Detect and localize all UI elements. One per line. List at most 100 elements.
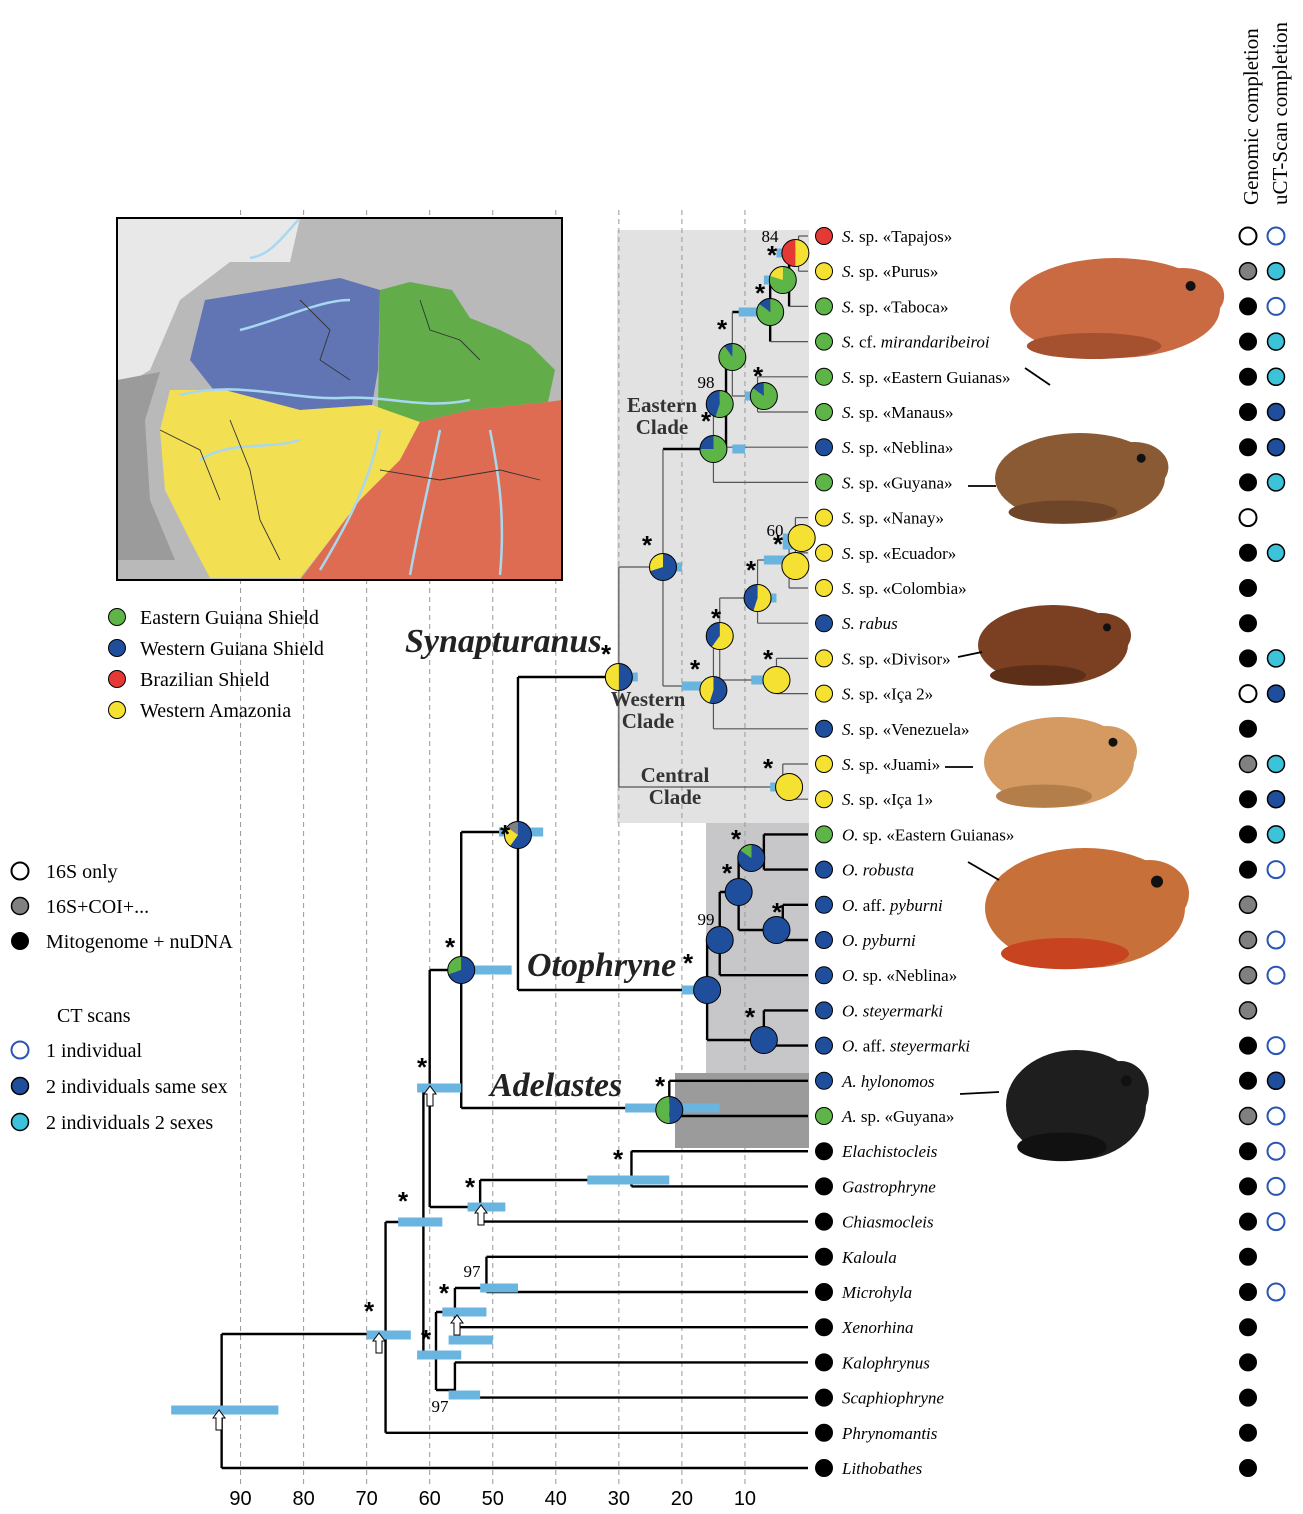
tip-region-dot [816, 1178, 833, 1195]
frog-legs [990, 665, 1086, 686]
genomic-completion-dot [1240, 1072, 1257, 1089]
age-bar [442, 1308, 486, 1317]
svg-text:Clade: Clade [649, 785, 702, 809]
frog-eye [1109, 738, 1118, 747]
tip-region-dot [816, 826, 833, 843]
sub-clade-central: Central Clade [641, 763, 710, 809]
ct-completion-dot [1268, 228, 1285, 245]
tip-region-dot [816, 932, 833, 949]
taxon-label: Microhyla [841, 1283, 912, 1302]
svg-text:Clade: Clade [622, 709, 675, 733]
ct-completion-dot [1268, 1108, 1285, 1125]
genomic-completion-dot [1240, 791, 1257, 808]
legend-swatch [12, 1078, 29, 1095]
axis-tick-label: 90 [229, 1488, 251, 1510]
ct-completion-dot [1268, 298, 1285, 315]
genomic-completion-dot [1240, 1319, 1257, 1336]
taxon-label: S. sp. «Eastern Guianas» [842, 368, 1011, 387]
genomic-completion-dot [1240, 685, 1257, 702]
genomic-completion-dot [1240, 333, 1257, 350]
legend-swatch [109, 671, 126, 688]
support-star: * [421, 1324, 432, 1354]
genomic-completion-dot [1240, 368, 1257, 385]
frog-head [1077, 726, 1137, 776]
header-uct-scan-completion: uCT-Scan completion [1268, 22, 1292, 205]
taxon-label: O. steyermarki [842, 1001, 943, 1020]
genomic-completion-dot [1240, 263, 1257, 280]
taxon-label: S. sp. «Neblina» [842, 438, 953, 457]
genomic-completion-dot [1240, 1389, 1257, 1406]
tip-region-dot [816, 896, 833, 913]
genomic-completion-dot [1240, 298, 1257, 315]
ct-completion-dot [1268, 1213, 1285, 1230]
age-bar [732, 445, 745, 454]
taxon-label: S. sp. «Taboca» [842, 297, 948, 316]
frog-eye [1137, 454, 1146, 463]
genomic-completion-dot [1240, 404, 1257, 421]
tip-region-dot [816, 650, 833, 667]
legend-swatch [109, 609, 126, 626]
frog-head [1071, 613, 1131, 658]
legend-label: 2 individuals same sex [46, 1076, 228, 1098]
genomic-completion-dot [1240, 650, 1257, 667]
taxon-label: A. sp. «Guyana» [841, 1107, 954, 1126]
taxon-label: S. sp. «Purus» [842, 262, 938, 281]
legend-swatch [12, 898, 29, 915]
genomic-completion-dot [1240, 544, 1257, 561]
axis-tick-label: 10 [734, 1488, 756, 1510]
support-star: * [753, 361, 764, 391]
taxon-label: O. pyburni [842, 931, 916, 950]
age-bar [480, 1284, 518, 1293]
taxon-label: S. sp. «Nanay» [842, 509, 944, 528]
support-value: 99 [698, 910, 715, 929]
taxon-label: O. aff. steyermarki [842, 1037, 970, 1056]
legend-label: 2 individuals 2 sexes [46, 1112, 213, 1134]
legend-swatch [12, 1042, 29, 1059]
tip-region-dot [816, 368, 833, 385]
taxon-label: S. sp. «Iça 1» [842, 790, 933, 809]
legend-label: Western Amazonia [140, 700, 291, 722]
age-bar [474, 966, 512, 975]
support-star: * [364, 1296, 375, 1326]
support-value: 98 [698, 373, 715, 392]
age-bar [449, 1336, 493, 1345]
ct-completion-dot [1268, 544, 1285, 561]
tip-region-dot [816, 544, 833, 561]
axis-tick-label: 30 [608, 1488, 630, 1510]
tip-region-dot [816, 791, 833, 808]
genomic-completion-dot [1240, 826, 1257, 843]
legend-swatch [12, 933, 29, 950]
tip-region-dot [816, 1319, 833, 1336]
support-star: * [755, 278, 766, 308]
tip-region-dot [816, 1037, 833, 1054]
frog-photo [978, 605, 1131, 686]
genomic-completion-dot [1240, 720, 1257, 737]
age-bar [449, 1391, 481, 1400]
svg-text:Central: Central [641, 763, 710, 787]
age-bar [171, 1406, 278, 1415]
genomic-completion-dot [1240, 1248, 1257, 1265]
tip-region-dot [816, 685, 833, 702]
taxon-label: Xenorhina [841, 1318, 913, 1337]
frog-legs [1027, 333, 1161, 359]
support-star: * [746, 555, 757, 585]
frog-eye [1186, 281, 1196, 291]
axis-tick-label: 70 [356, 1488, 378, 1510]
frog-eye [1121, 1075, 1132, 1086]
support-star: * [465, 1172, 476, 1202]
support-star: * [642, 530, 653, 560]
genomic-completion-dot [1240, 756, 1257, 773]
taxon-label: Gastrophryne [842, 1177, 936, 1196]
age-bar [417, 1084, 461, 1093]
data-type-legend: 16S only16S+COI+...Mitogenome + nuDNACT … [12, 861, 234, 1134]
tip-region-dot [816, 1213, 833, 1230]
genomic-completion-dot [1240, 580, 1257, 597]
genomic-completion-dot [1240, 509, 1257, 526]
ct-completion-dot [1268, 1072, 1285, 1089]
completion-columns [1240, 228, 1285, 1477]
svg-text:Western: Western [611, 687, 686, 711]
support-star: * [711, 603, 722, 633]
axis-tick-label: 20 [671, 1488, 693, 1510]
ct-completion-dot [1268, 967, 1285, 984]
taxon-label: Kalophrynus [841, 1353, 930, 1372]
